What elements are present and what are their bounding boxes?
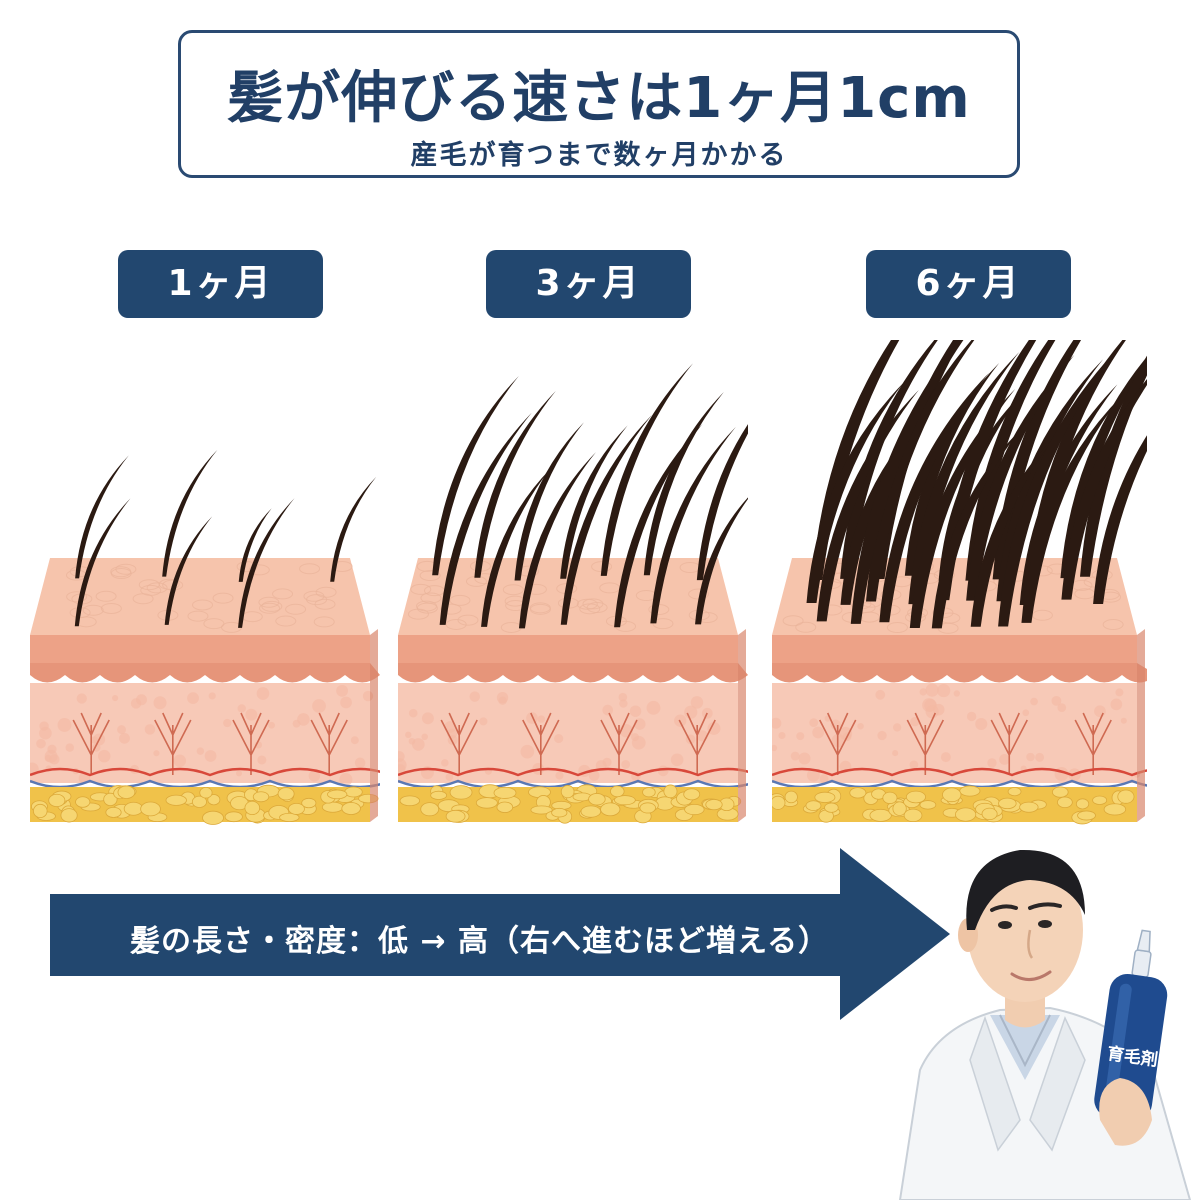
skin-diagram-1 bbox=[30, 449, 380, 825]
progress-arrow bbox=[50, 848, 950, 1020]
doctor-illustration: 育毛剤 bbox=[898, 849, 1192, 1200]
stage-badge-2: 3ヶ月 bbox=[486, 250, 691, 318]
page-title: 髪が伸びる速さは1ヶ月1cm bbox=[227, 66, 971, 131]
skin-diagram-3 bbox=[772, 340, 1147, 825]
skin-panel-3 bbox=[772, 340, 1147, 830]
skin-panel-2 bbox=[398, 340, 748, 830]
skin-diagram-2 bbox=[398, 363, 748, 824]
stage-badge-1: 1ヶ月 bbox=[118, 250, 323, 318]
stage-badge-3: 6ヶ月 bbox=[866, 250, 1071, 318]
progress-arrow-text: 髪の長さ・密度：低 → 高（右へ進むほど増える） bbox=[130, 924, 830, 959]
title-box: 髪が伸びる速さは1ヶ月1cm 産毛が育つまで数ヶ月かかる bbox=[178, 30, 1020, 178]
skin-panel-1 bbox=[30, 340, 380, 830]
page-subtitle: 産毛が育つまで数ヶ月かかる bbox=[410, 140, 788, 171]
